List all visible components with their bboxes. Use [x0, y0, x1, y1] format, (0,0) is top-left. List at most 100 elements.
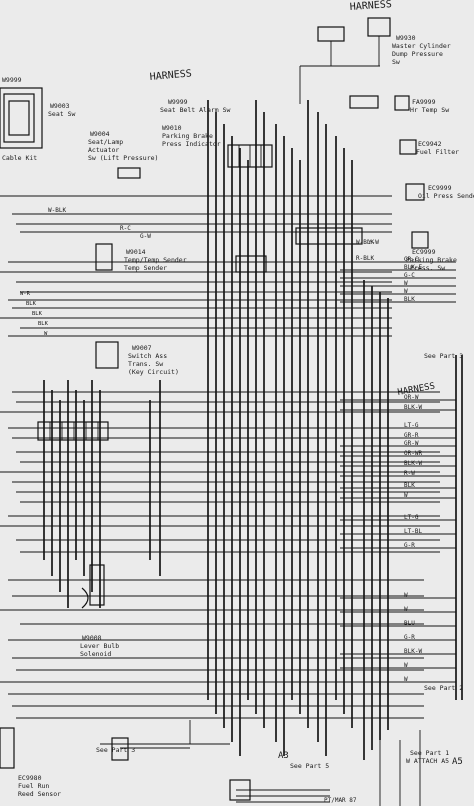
wire-color-label: R-BLK — [356, 255, 374, 262]
label-text: W9930 — [396, 34, 416, 42]
wire-color-label: G-C — [404, 272, 415, 279]
label-waste-cyl: W9930 Waster Cylinder Dump Pressure Sw — [392, 34, 451, 66]
label-text: Parking Brake — [162, 132, 213, 140]
label-text: Fuel Run — [18, 782, 49, 790]
label-lever-solenoid: W9008 Lever Bulb Solenoid — [80, 634, 119, 658]
wire-color-label: W-BLK — [356, 239, 374, 246]
wire-labels: GR-CBLK-EG-CWWBLKOR-WBLK-WLT-GGR-RGR-WOR… — [20, 207, 422, 683]
see-part-ref: W ATTACH A5 — [406, 757, 449, 765]
label-text: Seat Belt Alarm Sw — [160, 106, 231, 114]
wire-color-label: OR-WR — [404, 450, 422, 457]
label-text: Seat/Lamp — [88, 138, 123, 146]
label-text: Fuel Filter — [416, 148, 459, 156]
connector-ref: A3 — [278, 751, 289, 761]
wire-color-label: W — [404, 280, 408, 287]
wire-color-label: W-R — [20, 291, 31, 297]
wire-color-label: W — [404, 492, 408, 499]
label-left-icon: W9999 Cable Kit — [2, 76, 37, 162]
label-park-brake-press: EC9999 Parking Brake Press. Sw — [406, 248, 457, 272]
see-part-ref: See Part 3 — [424, 352, 463, 360]
label-text: Oil Press Sender — [418, 192, 474, 200]
label-text: W9003 — [50, 102, 70, 110]
wire-color-label: GR-R — [404, 432, 419, 439]
label-text: Press Indicator — [162, 140, 221, 148]
wire-color-label: BLK-E — [404, 264, 422, 271]
label-parking-brake: W9010 Parking Brake Press Indicator — [162, 124, 221, 148]
label-text: Switch Ass — [128, 352, 167, 360]
label-text: Hr Temp Sw — [410, 106, 449, 114]
wire-color-label: LT-G — [404, 422, 419, 429]
wire-color-label: BLK-W — [404, 648, 422, 655]
see-part-ref: See Part 5 — [290, 762, 329, 770]
see-part-ref: See Part 3 — [96, 746, 135, 754]
label-text: W9004 — [90, 130, 110, 138]
label-text: Waster Cylinder — [392, 42, 451, 50]
label-text: Parking Brake — [406, 256, 457, 264]
right-terminal-strip — [455, 355, 463, 700]
label-text: EC9980 — [18, 774, 42, 782]
label-text: Seat Sw — [48, 110, 75, 118]
wire-color-label: G-W — [140, 233, 151, 240]
label-text: Sw — [392, 58, 400, 66]
label-fuel-press: EC9999 Oil Press Sender — [418, 184, 474, 200]
wire-color-label: BLK-W — [404, 404, 422, 411]
label-switch-ass: W9007 Switch Ass Trans. Sw (Key Circuit) — [128, 344, 179, 376]
label-text: Dump Pressure — [392, 50, 443, 58]
label-text: Sw (Lift Pressure) — [88, 154, 158, 162]
wire-color-label: GR-C — [404, 256, 419, 263]
right-wire-runs — [100, 261, 456, 806]
wire-color-label: W — [404, 592, 408, 599]
label-text: Trans. Sw — [128, 360, 163, 368]
wire-color-label: W — [44, 331, 48, 337]
wire-color-label: R-C — [120, 225, 131, 232]
see-part-ref: See Part 1 — [410, 749, 449, 757]
wire-color-label: LT-G — [404, 514, 419, 521]
label-text: FA9999 — [412, 98, 436, 106]
label-text: W9008 — [82, 634, 102, 642]
label-text: Actuator — [88, 146, 119, 154]
wire-color-label: OR-W — [404, 394, 419, 401]
connector-ref: A5 — [452, 757, 463, 767]
connector-block-mid — [235, 95, 410, 273]
label-bottom-left: EC9980 Fuel Run Reed Sensor — [18, 774, 61, 798]
switch-symbols — [0, 139, 429, 801]
wire-color-label: BLK — [26, 301, 37, 307]
wire-color-label: G-R — [404, 542, 415, 549]
wire-color-label: W-BLK — [48, 207, 66, 214]
label-seat-sw: W9003 Seat Sw — [48, 102, 75, 118]
label-fa-hr-temp: FA9999 Hr Temp Sw — [410, 98, 449, 114]
label-ec-filter: EC9942 Fuel Filter — [416, 140, 459, 156]
label-warn-light: W9999 Seat Belt Alarm Sw — [160, 98, 231, 114]
top-switch-cluster — [299, 17, 391, 104]
label-text: Reed Sensor — [18, 790, 61, 798]
label-text: Temp Sender — [124, 264, 167, 272]
drawing-number: PT/MAR 87 — [324, 797, 357, 804]
label-temp-sender: W9014 Temp/Temp Sender Temp Sender — [124, 248, 187, 272]
label-text: W9999 — [168, 98, 188, 106]
wire-color-label: W — [404, 288, 408, 295]
wire-color-label: R-W — [404, 470, 415, 477]
wire-color-label: W — [404, 676, 408, 683]
label-text: EC9942 — [418, 140, 442, 148]
wire-color-label: Y-W — [368, 239, 379, 246]
wire-color-label: BLK — [32, 311, 43, 317]
label-text: Solenoid — [80, 650, 111, 658]
wire-color-label: W — [404, 662, 408, 669]
label-text: W9007 — [132, 344, 152, 352]
wire-color-label: BLK — [404, 482, 415, 489]
connector-block-top — [227, 144, 273, 168]
label-text: EC9999 — [428, 184, 452, 192]
vertical-trunk-wires — [43, 100, 389, 760]
label-text: EC9999 — [412, 248, 436, 256]
label-seat-actuator: W9004 Seat/Lamp Actuator Sw (Lift Pressu… — [88, 130, 158, 162]
wire-color-label: GR-W — [404, 440, 419, 447]
label-text: Temp/Temp Sender — [124, 256, 187, 264]
wire-color-label: G-R — [404, 634, 415, 641]
see-part-ref: See Part 2 — [424, 684, 463, 692]
label-text: Press. Sw — [410, 264, 445, 272]
connector-block-left — [37, 421, 109, 441]
left-component-box — [0, 87, 43, 149]
wire-color-label: BLK-W — [404, 460, 422, 467]
